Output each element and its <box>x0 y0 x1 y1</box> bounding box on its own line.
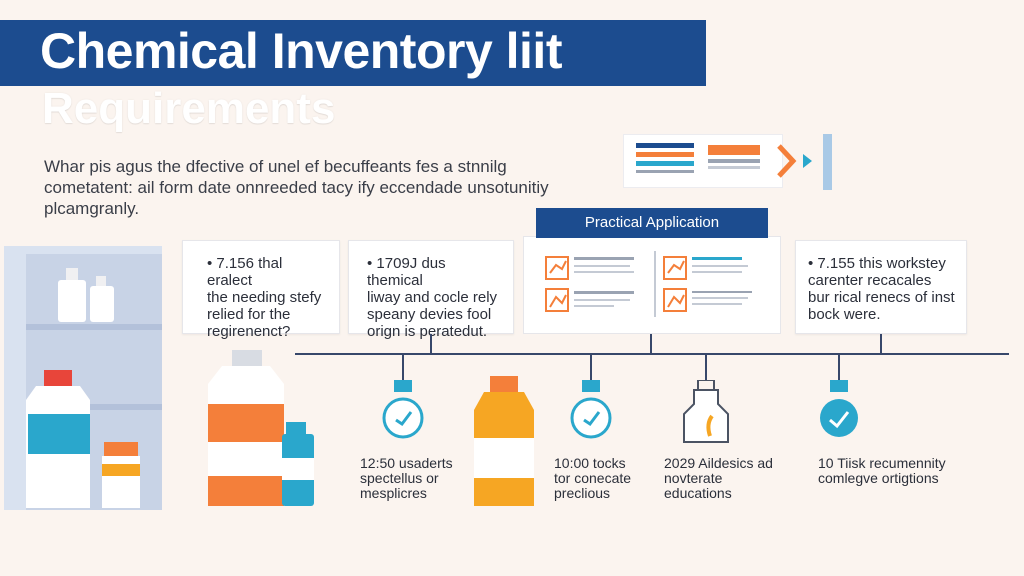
bottle-icon <box>102 442 140 508</box>
bottle-icon <box>90 276 114 322</box>
bottle-icon <box>282 422 314 506</box>
info-card-1: • 7.156 thal eralect the needing stefy r… <box>182 240 340 340</box>
intro-text: Whar pis agus the dfective of unel ef be… <box>44 157 549 218</box>
bottle-icon <box>208 350 284 506</box>
stopwatch-icon <box>382 380 424 439</box>
bottle-icon <box>474 376 534 506</box>
info-card-4: • 7.155 this workstey carenter recacales… <box>795 240 967 334</box>
timeline-connector <box>402 354 404 380</box>
page-subtitle: Requirements <box>42 84 336 133</box>
bottle-icon <box>58 268 86 322</box>
timeline-caption-3: 2029 Aildesics ad novterate educations <box>664 455 773 501</box>
title-bar <box>0 20 706 86</box>
stopwatch-icon <box>570 380 612 439</box>
chemical-shelf-illustration <box>4 246 314 510</box>
flask-icon <box>683 380 729 443</box>
timeline-connector <box>838 354 840 380</box>
bottle-icon <box>26 370 90 508</box>
info-card-2: • 1709J dus themical liway and cocle rel… <box>348 240 514 340</box>
page-title: Chemical Inventory liit <box>40 23 562 79</box>
info-card-text: • 7.156 thal eralect the needing stefy r… <box>207 255 322 340</box>
timeline-connector <box>430 334 432 354</box>
timeline-connector <box>880 334 882 354</box>
info-card-text: • 7.155 this workstey carenter recacales… <box>808 255 955 323</box>
timeline-caption-4: 10 Tiisk recumennity comlegve ortigtions <box>818 455 946 486</box>
chart-icon <box>545 251 752 317</box>
arrow-right-icon <box>777 134 832 190</box>
progress-bars-illustration <box>623 134 783 188</box>
practical-application-card <box>523 236 781 334</box>
timeline-connector <box>590 354 592 380</box>
timeline-caption-1: 12:50 usaderts spectellus or mesplicres <box>360 455 453 501</box>
stopwatch-icon <box>820 380 858 437</box>
timeline-connector <box>650 334 652 354</box>
timeline-connector <box>705 354 707 380</box>
info-card-text: • 1709J dus themical liway and cocle rel… <box>367 255 498 340</box>
timeline-caption-2: 10:00 tocks tor conecate preclious <box>554 455 632 501</box>
practical-application-title: Practical Application <box>536 208 768 238</box>
timeline-line <box>295 353 1009 355</box>
